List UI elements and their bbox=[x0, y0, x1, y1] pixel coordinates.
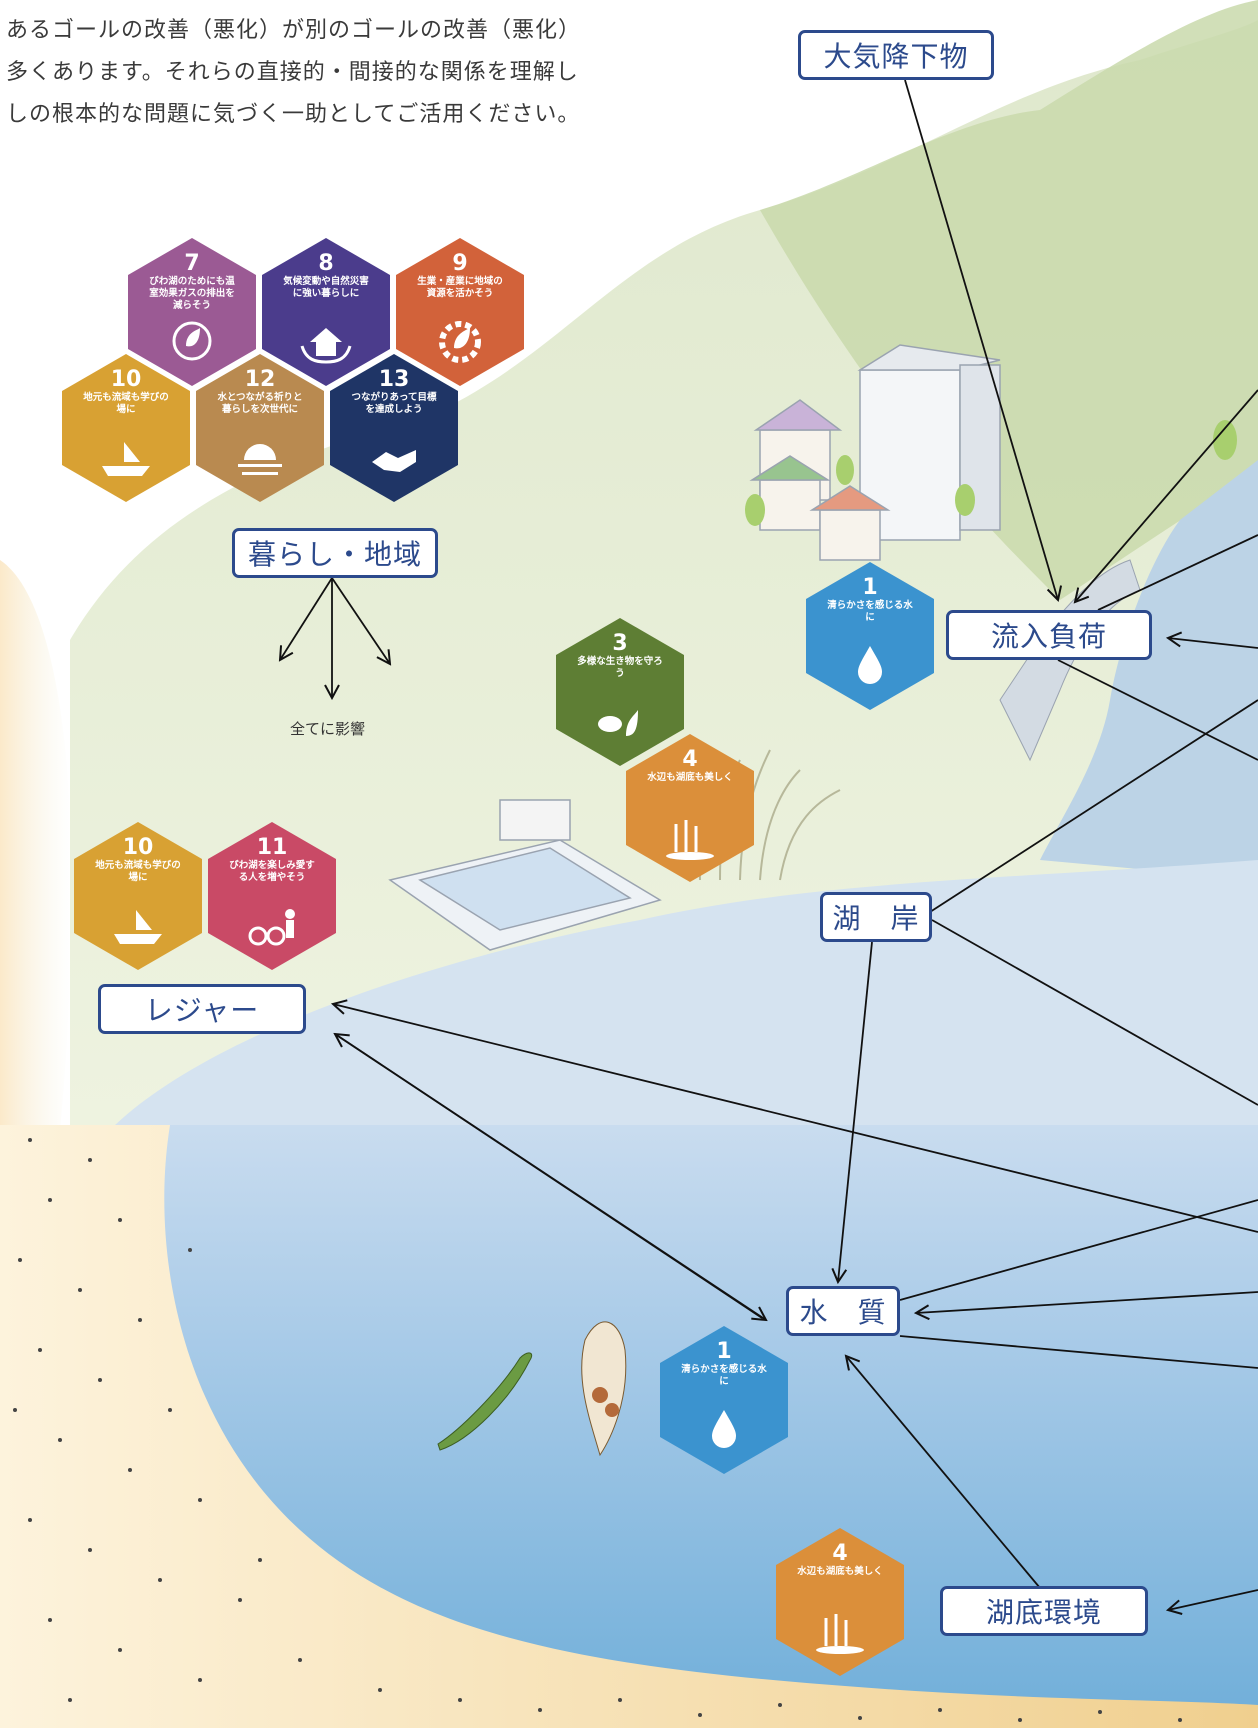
intro-line-3: しの根本的な問題に気づく一助としてご活用ください。 bbox=[6, 102, 581, 127]
box-atmosphere: 大気降下物 bbox=[798, 30, 994, 80]
reeds-icon bbox=[816, 1614, 864, 1654]
nearshore-water bbox=[110, 860, 1258, 1130]
note-all-affected: 全てに影響 bbox=[290, 720, 366, 738]
goal-4-hex-shore: 4 水辺も湖底も美しく bbox=[626, 734, 754, 882]
house-rain-icon bbox=[300, 328, 352, 364]
goal-11-hex: 11 びわ湖を楽しみ愛する人を増やそう bbox=[208, 822, 336, 970]
boat-book-icon bbox=[114, 910, 162, 944]
box-water-quality: 水 質 bbox=[786, 1286, 900, 1336]
treatment-plant bbox=[388, 799, 662, 951]
mountain bbox=[760, 0, 1258, 600]
lakebed-sand bbox=[0, 1125, 1258, 1728]
reeds-icon bbox=[666, 820, 714, 860]
intro-line-2: 多くあります。それらの直接的・間接的な関係を理解し bbox=[6, 60, 579, 85]
sunrise-icon bbox=[238, 444, 282, 475]
arrow-living-1 bbox=[280, 577, 333, 660]
leaf-plug-icon bbox=[172, 321, 212, 361]
arrow-shore-water bbox=[838, 941, 873, 1282]
water-drop-icon bbox=[858, 646, 882, 684]
arrow-lakebed-water bbox=[846, 1356, 1041, 1589]
arrow-inflow-offscreen bbox=[1097, 534, 1258, 611]
arrow-offscreen-inflow-2 bbox=[1168, 638, 1258, 649]
river bbox=[1040, 460, 1258, 880]
water-drop-icon bbox=[712, 1410, 736, 1448]
box-inflow: 流入負荷 bbox=[946, 610, 1152, 660]
arrow-offscreen-inflow-1 bbox=[1075, 389, 1258, 602]
plankton-illustration bbox=[437, 1321, 627, 1457]
animals-icon bbox=[598, 710, 638, 736]
arrow-offscreen-leisure bbox=[333, 1004, 1258, 1233]
intro-line-1: あるゴールの改善（悪化）が別のゴールの改善（悪化） bbox=[6, 18, 582, 43]
arrow-shore-offscreen-2 bbox=[931, 919, 1258, 1106]
goal-3-hex: 3 多様な生き物を守ろう bbox=[556, 618, 684, 766]
arrow-leisure-water bbox=[334, 1033, 766, 1320]
arrow-offscreen-lakebed bbox=[1168, 1589, 1258, 1610]
goal-10-hex-leisure: 10 地元も流域も学びの場に bbox=[74, 822, 202, 970]
goal-1-hex-inflow: 1 清らかさを感じる水に bbox=[806, 562, 934, 710]
box-living: 暮らし・地域 bbox=[232, 528, 438, 578]
arrow-inflow-offscreen-2 bbox=[1057, 659, 1258, 761]
handshake-icon bbox=[372, 450, 416, 472]
warm-shore-tint bbox=[0, 560, 72, 1130]
sand-dots bbox=[13, 1138, 1182, 1722]
town-buildings bbox=[749, 344, 1001, 561]
arrow-living-3 bbox=[331, 577, 390, 664]
relation-arrows bbox=[280, 79, 1258, 1610]
trees bbox=[745, 420, 1237, 526]
box-lakebed: 湖底環境 bbox=[940, 1586, 1148, 1636]
gear-leaf-icon bbox=[439, 321, 481, 363]
arrow-atmosphere-inflow bbox=[904, 79, 1058, 600]
cyclist-canoe-icon bbox=[248, 909, 295, 946]
box-shore: 湖 岸 bbox=[820, 892, 932, 942]
arrow-water-offscreen-up bbox=[899, 1199, 1258, 1301]
arrow-water-offscreen-down bbox=[899, 1335, 1258, 1369]
box-leisure: レジャー bbox=[98, 984, 306, 1034]
intro-text: あるゴールの改善（悪化）が別のゴールの改善（悪化） 多くあります。それらの直接的… bbox=[6, 10, 706, 136]
arrow-offscreen-water bbox=[916, 1291, 1258, 1313]
arrow-shore-offscreen-1 bbox=[929, 699, 1258, 913]
boat-book-icon bbox=[102, 442, 150, 476]
